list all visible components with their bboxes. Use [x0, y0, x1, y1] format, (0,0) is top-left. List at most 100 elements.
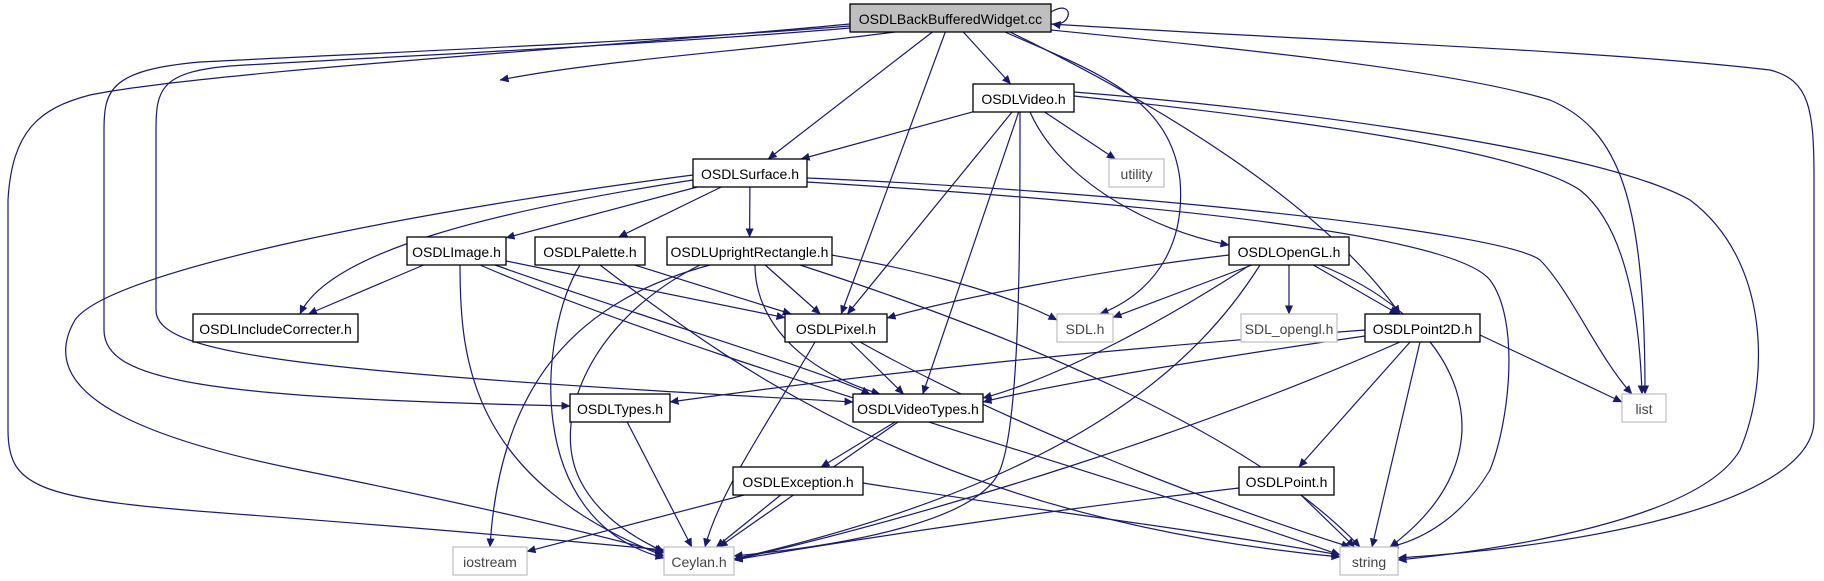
edge-rect-to-pixel [764, 264, 821, 315]
node-image[interactable]: OSDLImage.h [406, 236, 507, 266]
node-label-surface: OSDLSurface.h [701, 166, 799, 182]
edge-video-to-opengl [1029, 111, 1230, 248]
edge-exception-to-iostream [526, 494, 745, 554]
node-label-palette: OSDLPalette.h [543, 244, 636, 260]
edge-root-to-pixel [840, 31, 946, 315]
node-label-exception: OSDLException.h [742, 474, 853, 490]
edge-opengl-to-sdl [1112, 264, 1253, 319]
node-label-video: OSDLVideo.h [981, 91, 1065, 107]
edge-video-to-videotypes [921, 111, 1020, 395]
edge-surface-to-list [806, 177, 1633, 395]
node-root[interactable]: OSDLBackBufferedWidget.cc [849, 3, 1052, 33]
edge-video-to-string [1073, 91, 1760, 564]
node-label-videotypes: OSDLVideoTypes.h [857, 401, 979, 417]
edge-root-to-string [1050, 23, 1815, 562]
edge-image-to-pixel [505, 260, 786, 320]
node-exception[interactable]: OSDLException.h [732, 466, 864, 496]
edge-opengl-to-string [1319, 264, 1463, 548]
edge-pixel-to-ceylan [703, 341, 816, 548]
edge-point2d-to-videotypes [982, 335, 1366, 404]
node-box-exception [732, 466, 864, 496]
edge-rect-to-ceylan [569, 264, 701, 553]
node-iostream: iostream [452, 546, 528, 576]
edge-video-to-surface [800, 111, 974, 161]
node-opengl[interactable]: OSDLOpenGL.h [1228, 236, 1350, 266]
node-point[interactable]: OSDLPoint.h [1238, 466, 1335, 496]
edge-video-to-list [1073, 95, 1646, 395]
node-label-includecorr: OSDLIncludeCorrecter.h [199, 321, 352, 337]
edge-exception-to-string [862, 482, 1341, 558]
node-label-pixel: OSDLPixel.h [796, 321, 876, 337]
edge-root-to-videotypes [155, 27, 854, 406]
edge-pixel-to-videotypes [849, 341, 905, 395]
edge-types-to-ceylan [626, 421, 693, 548]
node-box-includecorr [192, 313, 359, 343]
node-label-point2d: OSDLPoint2D.h [1373, 321, 1473, 337]
edge-point2d-to-point [1298, 341, 1411, 468]
node-types[interactable]: OSDLTypes.h [569, 393, 671, 423]
edge-rect-to-sdl [799, 249, 1058, 321]
node-surface[interactable]: OSDLSurface.h [692, 158, 808, 188]
node-rect[interactable]: OSDLUprightRectangle.h [666, 236, 833, 266]
edge-exception-to-ceylan [715, 494, 782, 548]
node-box-list [1621, 393, 1667, 423]
node-box-types [569, 393, 671, 423]
node-videotypes[interactable]: OSDLVideoTypes.h [852, 393, 984, 423]
node-sdlgl: SDL_opengl.h [1240, 313, 1338, 343]
node-label-rect: OSDLUprightRectangle.h [671, 244, 829, 260]
edge-surface-to-ceylan [65, 174, 694, 555]
node-box-image [406, 236, 507, 266]
edge-rect-to-string [799, 264, 1361, 548]
edge-image-to-includecorr [307, 264, 424, 315]
node-box-palette [534, 236, 646, 266]
edge-palette-to-pixel [634, 264, 792, 316]
node-box-sdlgl [1240, 313, 1338, 343]
edge-video-to-ceylan [733, 111, 1021, 560]
node-label-iostream: iostream [463, 554, 517, 570]
node-box-point [1238, 466, 1335, 496]
edge-root-to-sdl [1004, 31, 1182, 315]
edge-pixel-to-string [859, 341, 1351, 549]
edge-surface-to-palette [618, 186, 722, 238]
edge-palette-to-ceylan [550, 264, 665, 560]
edge-palette-to-string [599, 264, 1341, 561]
edge-image-to-videotypes [494, 264, 871, 395]
node-box-pixel [784, 313, 888, 343]
node-video[interactable]: OSDLVideo.h [972, 83, 1075, 113]
node-layer: OSDLBackBufferedWidget.ccOSDLVideo.hOSDL… [192, 3, 1667, 576]
node-utility: utility [1108, 158, 1165, 188]
node-label-sdlgl: SDL_opengl.h [1245, 321, 1334, 337]
node-list: list [1621, 393, 1667, 423]
edge-point-to-ceylan [733, 487, 1240, 563]
node-pixel[interactable]: OSDLPixel.h [784, 313, 888, 343]
node-label-point: OSDLPoint.h [1246, 474, 1328, 490]
node-includecorr[interactable]: OSDLIncludeCorrecter.h [192, 313, 359, 343]
node-ceylan: Ceylan.h [663, 546, 735, 576]
node-box-iostream [452, 546, 528, 576]
node-label-list: list [1635, 401, 1652, 417]
node-box-opengl [1228, 236, 1350, 266]
node-box-root [849, 3, 1052, 33]
edge-point2d-to-list [1479, 334, 1623, 403]
edge-video-to-utility [1044, 111, 1116, 160]
edge-root-to-includecorr [499, 31, 896, 83]
edge-surface-to-image [505, 186, 698, 240]
node-box-ceylan [663, 546, 735, 576]
edge-videotypes-to-exception [820, 421, 896, 468]
edge-layer [7, 7, 1815, 564]
edge-opengl-to-pixel [886, 254, 1230, 320]
edge-point2d-to-string [1370, 341, 1421, 548]
edge-video-to-pixel [846, 111, 1013, 315]
edge-opengl-to-point2d [1313, 264, 1399, 315]
node-box-sdl [1056, 313, 1114, 343]
edge-root-to-list [1050, 29, 1650, 395]
edge-point2d-to-ceylan [733, 341, 1401, 563]
node-label-ceylan: Ceylan.h [671, 554, 726, 570]
node-label-root: OSDLBackBufferedWidget.cc [859, 11, 1042, 27]
node-palette[interactable]: OSDLPalette.h [534, 236, 646, 266]
node-box-rect [666, 236, 833, 266]
node-label-types: OSDLTypes.h [577, 401, 663, 417]
edge-root-to-types [103, 25, 851, 410]
node-point2d[interactable]: OSDLPoint2D.h [1364, 313, 1481, 343]
